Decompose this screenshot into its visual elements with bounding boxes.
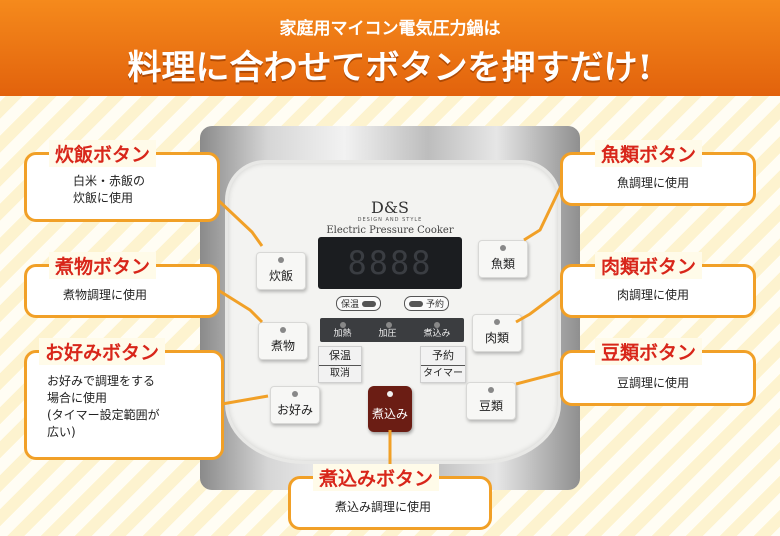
custom-button[interactable]: お好み [270, 386, 320, 424]
brand-logo: D&S [370, 198, 410, 217]
keep-warm-button-label: 保温 [329, 349, 351, 362]
desc-line: 白米・赤飯の [73, 174, 146, 188]
header-banner: 家庭用マイコン電気圧力鍋は 料理に合わせてボタンを押すだけ! [0, 0, 780, 96]
status-led-icon [386, 322, 392, 328]
status-led-icon [340, 322, 346, 328]
led-icon [278, 257, 284, 263]
callout-fish-desc: 魚調理に使用 [617, 176, 690, 190]
led-icon [500, 245, 506, 251]
leader-line-rice [216, 198, 264, 247]
custom-button-label: お好み [276, 403, 313, 417]
fish-button[interactable]: 魚類 [478, 240, 528, 278]
fish-button-label: 魚類 [490, 257, 515, 271]
led-display: 8888 [318, 237, 462, 289]
meat-button[interactable]: 肉類 [472, 314, 522, 352]
led-icon [494, 319, 500, 325]
callout-rice-desc: 白米・赤飯の 炊飯に使用 [73, 173, 145, 207]
desc-line: お好みで調理をする [47, 374, 156, 388]
keep-warm-label: 保温 [341, 300, 360, 310]
rice-button-label: 炊飯 [268, 269, 293, 283]
status-stewing: 煮込み [423, 329, 451, 339]
simmer-button[interactable]: 煮物 [258, 322, 308, 360]
callout-meat-desc: 肉調理に使用 [617, 288, 690, 302]
callout-custom-desc: お好みで調理をする 場合に使用 (タイマー設定範囲が 広い) [47, 373, 160, 441]
banner-title: 料理に合わせてボタンを押すだけ! [127, 48, 653, 88]
callout-meat-title: 肉類ボタン [595, 252, 703, 279]
desc-line: (タイマー設定範囲が [47, 408, 160, 422]
beans-button[interactable]: 豆類 [466, 382, 516, 420]
stew-button[interactable]: 煮込み [368, 386, 412, 432]
leader-line-custom [221, 394, 269, 406]
meat-button-label: 肉類 [484, 331, 509, 345]
callout-stew-desc: 煮込み調理に使用 [335, 500, 432, 514]
led-icon [280, 327, 286, 333]
led-icon [488, 387, 494, 393]
rice-button[interactable]: 炊飯 [256, 252, 306, 290]
led-icon [387, 391, 393, 397]
callout-beans-desc: 豆調理に使用 [617, 376, 690, 390]
keep-warm-indicator: 保温 [336, 296, 382, 311]
keep-warm-cancel-button[interactable]: 保温 取消 [318, 346, 362, 383]
callout-rice: 炊飯ボタン 白米・赤飯の 炊飯に使用 [24, 140, 220, 222]
desc-line: 炊飯に使用 [73, 191, 134, 205]
desc-line: 広い) [47, 425, 76, 439]
reserve-indicator: 予約 [404, 296, 450, 311]
leader-line-meat [515, 288, 563, 324]
brand-subtitle: DESIGN AND STYLE [357, 217, 423, 223]
callout-fish-title: 魚類ボタン [595, 140, 703, 167]
leader-line-fish [523, 183, 564, 242]
reserve-timer-button[interactable]: 予約 タイマー [420, 346, 466, 383]
banner-subtitle: 家庭用マイコン電気圧力鍋は [279, 19, 501, 39]
leader-line-beans [515, 370, 563, 386]
callout-simmer-desc: 煮物調理に使用 [63, 288, 148, 302]
reserve-button-label: 予約 [432, 349, 454, 362]
callout-rice-title: 炊飯ボタン [49, 140, 157, 167]
callout-simmer: 煮物ボタン 煮物調理に使用 [24, 252, 220, 318]
callout-stew-title: 煮込みボタン [313, 464, 440, 491]
callout-fish: 魚類ボタン 魚調理に使用 [560, 140, 756, 206]
simmer-button-label: 煮物 [270, 339, 295, 353]
desc-line: 場合に使用 [47, 391, 108, 405]
timer-button-label: タイマー [421, 365, 465, 382]
callout-stew: 煮込みボタン 煮込み調理に使用 [288, 464, 492, 530]
callout-beans: 豆類ボタン 豆調理に使用 [560, 338, 756, 406]
stew-button-label: 煮込み [371, 407, 408, 421]
beans-button-label: 豆類 [478, 399, 503, 413]
status-pressurizing: 加圧 [378, 329, 397, 339]
led-icon [409, 300, 423, 307]
status-heating: 加熱 [333, 329, 352, 339]
callout-custom-title: お好みボタン [39, 338, 166, 365]
status-led-icon [434, 322, 440, 328]
leader-line-simmer [217, 288, 264, 324]
callout-meat: 肉類ボタン 肉調理に使用 [560, 252, 756, 318]
callout-simmer-title: 煮物ボタン [49, 252, 157, 279]
model-name: Electric Pressure Cooker [326, 225, 454, 236]
led-icon [362, 300, 377, 307]
cancel-button-label: 取消 [319, 365, 361, 382]
callout-beans-title: 豆類ボタン [595, 338, 703, 365]
led-icon [292, 391, 298, 397]
callout-custom: お好みボタン お好みで調理をする 場合に使用 (タイマー設定範囲が 広い) [24, 338, 224, 460]
reserve-label: 予約 [426, 300, 445, 310]
